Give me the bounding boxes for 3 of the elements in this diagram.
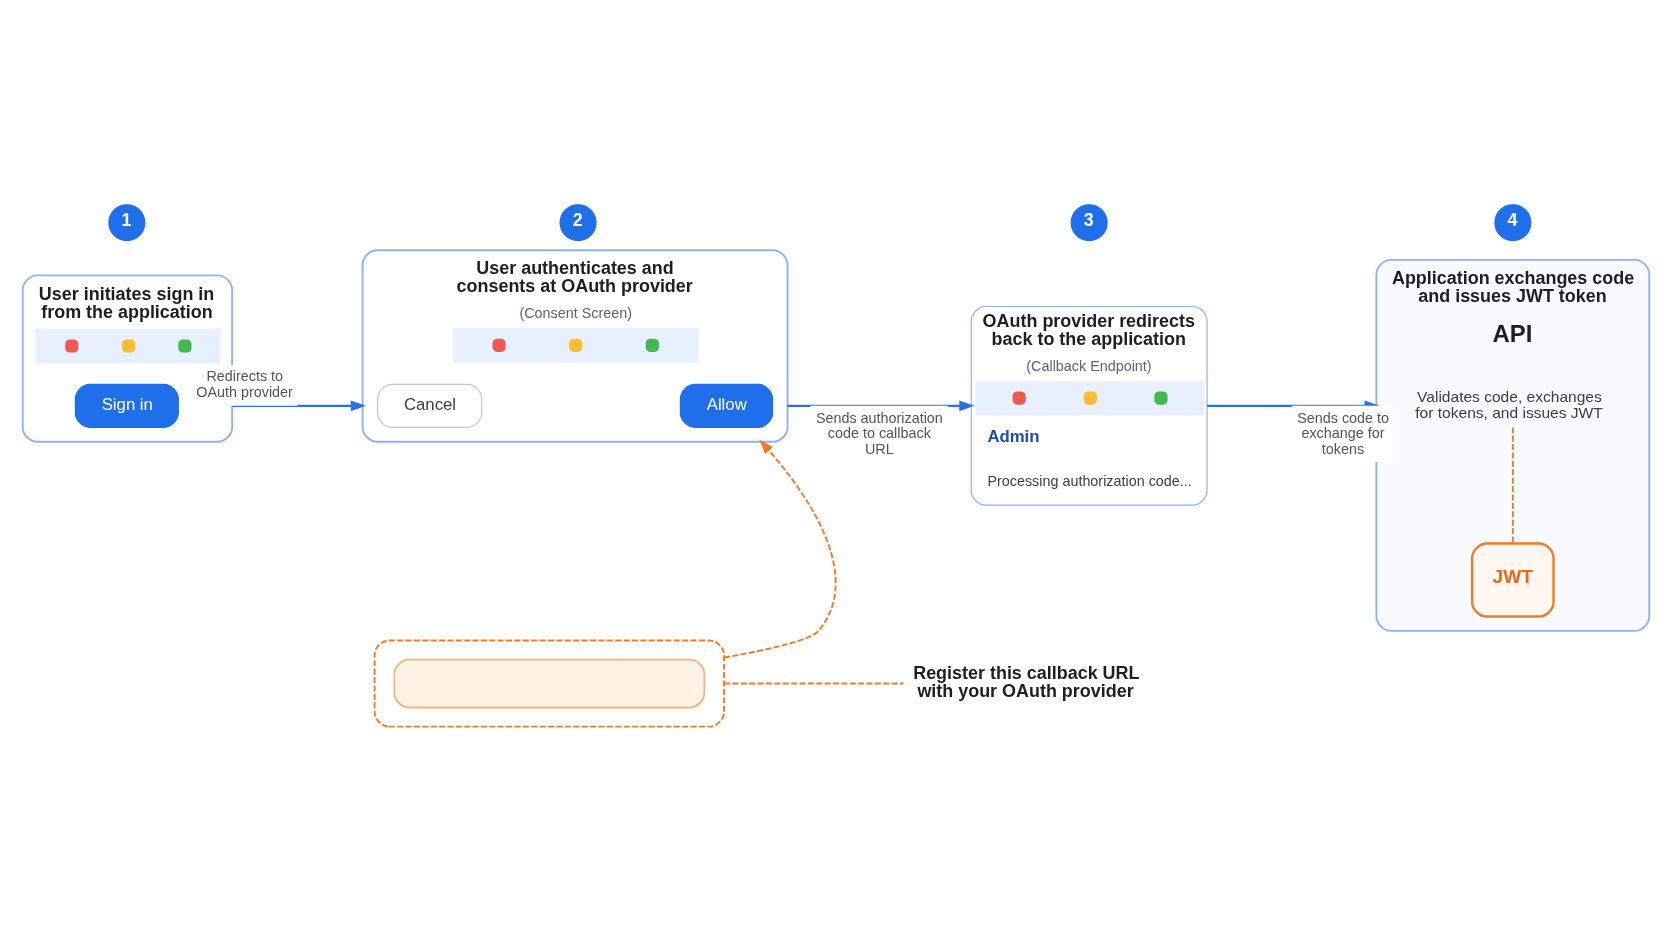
node-text: Validates code, exchanges for tokens, and issues JWT — [1415, 387, 1603, 421]
edge-label: Sends authorization code to callback URL — [815, 409, 943, 457]
node-text: Register this callback URL with your OAuth provider — [913, 662, 1140, 701]
